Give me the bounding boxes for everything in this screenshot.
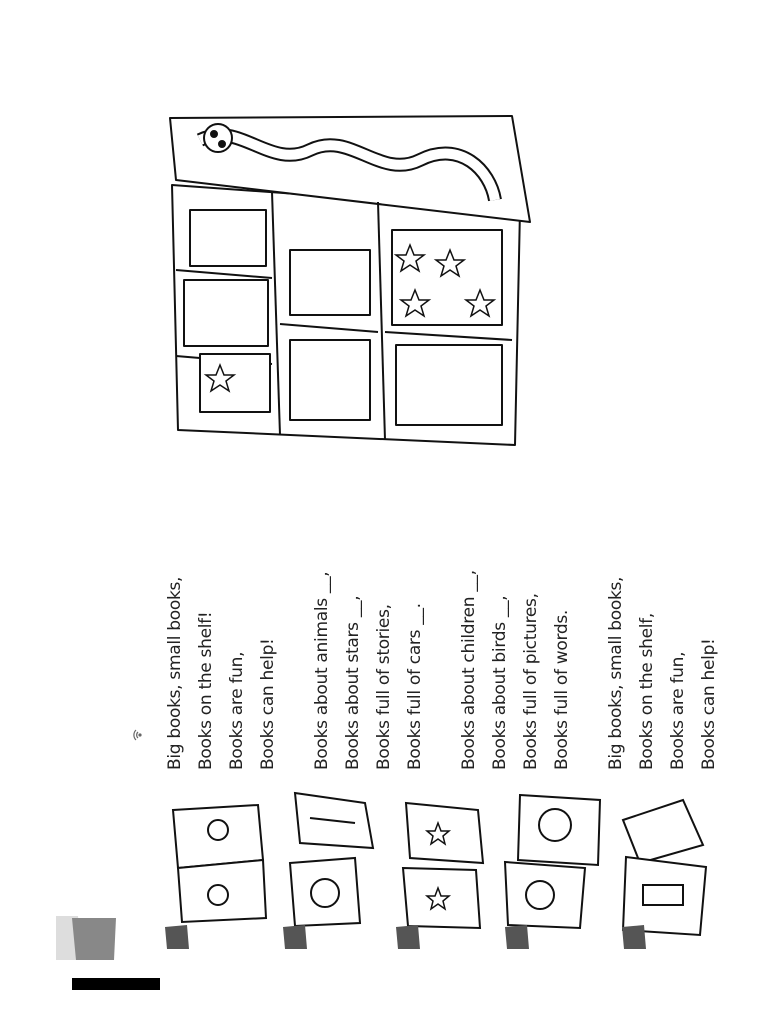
stanza-3: Books about children __, Books about bir…	[454, 570, 578, 770]
answer-marker-icon	[165, 925, 189, 949]
bookshelf-illustration	[169, 115, 531, 446]
poem-line: Books can help!	[258, 638, 278, 770]
poem-line: Books about children __,	[459, 570, 479, 770]
stanza-1: Big books, small books, Books on the she…	[160, 570, 284, 770]
book-illustration-3	[401, 801, 485, 930]
page-tab	[56, 916, 116, 960]
stanza-4: Big books, small books, Books on the she…	[601, 570, 725, 770]
poem-line: Books about stars __,	[343, 595, 363, 770]
poem-line: Books full of stories,	[374, 604, 394, 770]
poem-line: Books on the shelf!	[196, 611, 216, 770]
poem-line: Books full of words.	[552, 609, 572, 770]
poem-line: Books are fun,	[668, 651, 688, 770]
poem-line: Books are fun,	[227, 651, 247, 770]
poem: Big books, small books, Books on the she…	[160, 570, 719, 770]
answer-marker-icon	[396, 925, 420, 949]
page-bar	[72, 978, 160, 990]
poem-line: Big books, small books,	[606, 576, 626, 770]
book-illustration-4	[503, 793, 602, 930]
answer-marker-icon	[622, 925, 646, 949]
book-illustration-2	[288, 791, 375, 928]
poem-line: Books can help!	[699, 638, 719, 770]
stanza-2: Books about animals __, Books about star…	[307, 570, 431, 770]
poem-line: Books full of cars __.	[405, 603, 425, 770]
book-illustration-5	[621, 798, 708, 937]
audio-icon[interactable]	[128, 728, 142, 742]
poem-line: Books on the shelf,	[637, 613, 657, 770]
answer-marker-icon	[283, 925, 307, 949]
poem-line: Books full of pictures,	[521, 593, 541, 770]
poem-line: Big books, small books,	[165, 576, 185, 770]
answer-marker-icon	[505, 925, 529, 949]
poem-line: Books about birds __,	[490, 595, 510, 770]
poem-line: Books about animals __,	[312, 571, 332, 770]
book-illustration-1	[171, 803, 268, 924]
